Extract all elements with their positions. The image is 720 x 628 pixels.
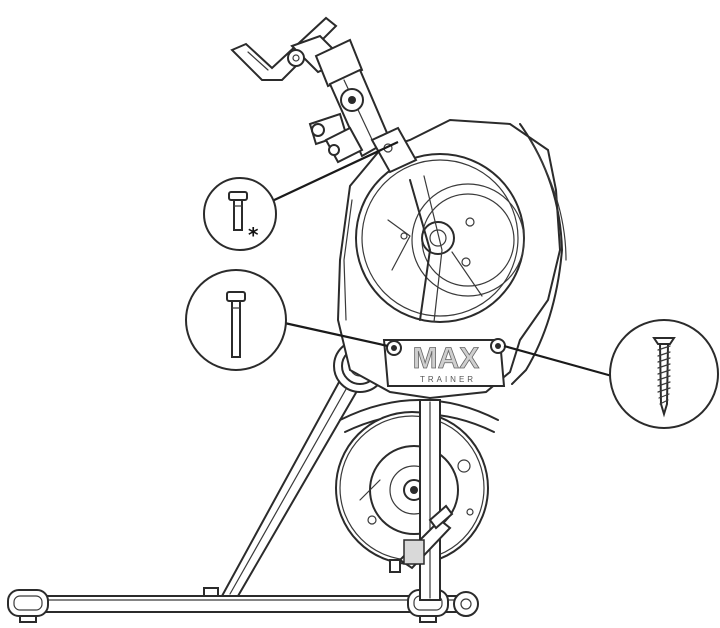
long-bolt-icon — [226, 291, 246, 358]
right-foot — [407, 589, 479, 623]
base-frame — [7, 587, 479, 623]
main-housing — [336, 118, 567, 400]
lower-flywheel-assembly — [335, 399, 499, 601]
left-mount-bolt — [386, 340, 402, 356]
short-bolt-icon — [228, 191, 248, 231]
logo-main-text: MAX — [413, 342, 480, 375]
wood-screw-icon — [652, 337, 676, 418]
callout-upper-bolt: * — [203, 141, 399, 251]
callout-wood-screw — [503, 319, 719, 429]
max-trainer-logo: MAX TRAINER — [412, 342, 480, 384]
upper-mast — [230, 16, 418, 174]
right-mount-bolt — [490, 338, 506, 354]
callout-long-bolt — [185, 269, 389, 371]
asterisk-marker: * — [248, 223, 259, 247]
logo-sub-text: TRAINER — [420, 375, 476, 384]
left-foot — [7, 589, 49, 623]
